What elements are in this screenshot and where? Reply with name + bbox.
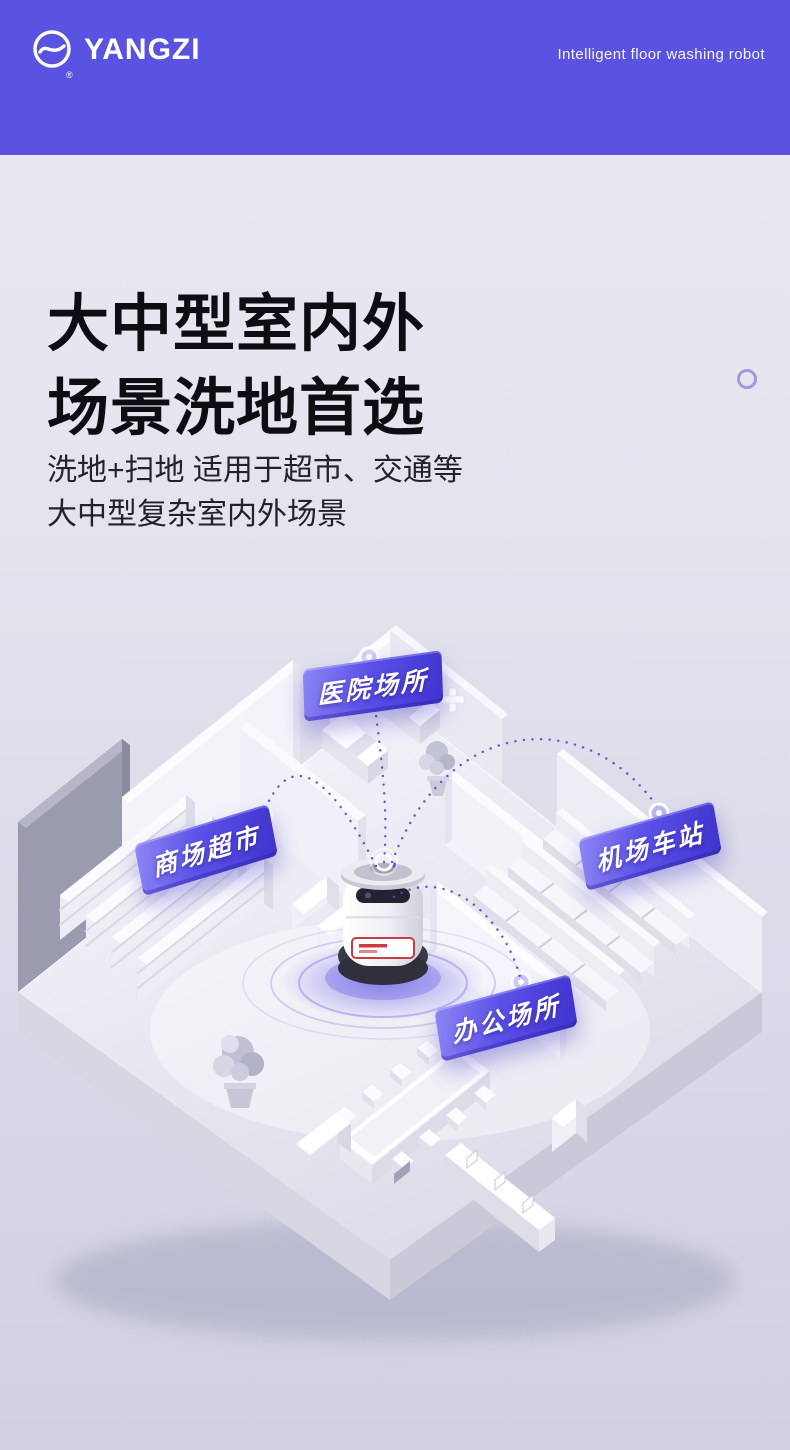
header: ® YANGZI Intelligent floor washing robot xyxy=(0,0,790,155)
plants xyxy=(213,741,455,1108)
page-title: 大中型室内外 场景洗地首选 xyxy=(47,283,425,450)
yangzi-logo-icon xyxy=(33,30,71,68)
office-furniture xyxy=(296,1039,587,1252)
scenario-illustration: 医院场所 商场超市 机场车站 办公场所 xyxy=(0,600,790,1450)
header-tagline: Intelligent floor washing robot xyxy=(557,46,765,63)
cleaning-robot xyxy=(242,848,524,1040)
page-subtitle: 洗地+扫地 适用于超市、交通等 大中型复杂室内外场景 xyxy=(47,449,463,536)
brand-name: YANGZI xyxy=(84,33,201,66)
subtitle-line-2: 大中型复杂室内外场景 xyxy=(47,497,347,531)
subtitle-line-1: 洗地+扫地 适用于超市、交通等 xyxy=(47,454,463,487)
title-line-1: 大中型室内外 xyxy=(47,290,426,359)
decorative-ring xyxy=(737,369,757,389)
title-line-2: 场景洗地首选 xyxy=(47,373,426,443)
floorplan-graphic xyxy=(17,625,768,1340)
brand-logo: ® YANGZI xyxy=(30,28,201,80)
registered-mark: ® xyxy=(66,70,73,80)
